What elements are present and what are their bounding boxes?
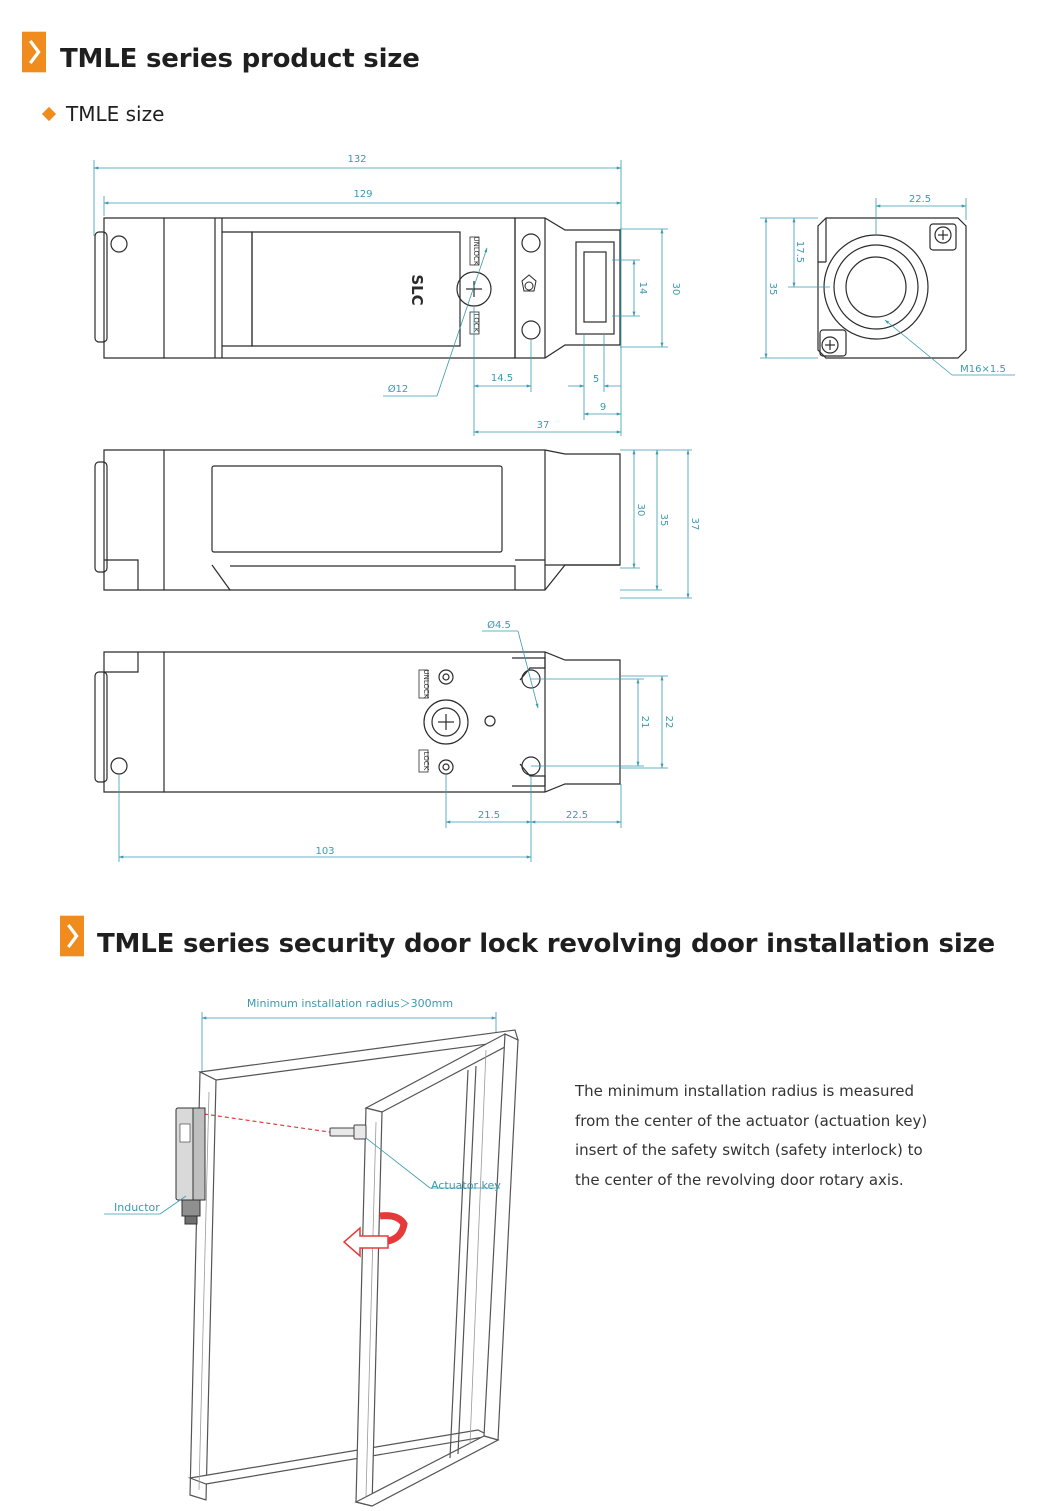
bottom-view <box>94 651 621 793</box>
installation-description: The minimum installation radius is measu… <box>575 1077 928 1195</box>
bottom-unlock-label: UNLOCK <box>422 670 430 699</box>
rotating-door <box>354 1033 520 1507</box>
safety-switch-icon <box>175 1107 206 1225</box>
side-view <box>94 449 621 591</box>
dim-end-17-5: 17.5 <box>794 241 805 263</box>
description-line: the center of the revolving door rotary … <box>575 1170 904 1189</box>
bottom-lock-label: LOCK <box>422 752 430 771</box>
description-line: from the center of the actuator (actuati… <box>575 1111 928 1130</box>
dim-bottom-21-5: 21.5 <box>478 810 500 821</box>
section1-chevron-icon <box>22 31 46 73</box>
description-line: insert of the safety switch (safety inte… <box>575 1141 923 1159</box>
dim-top-5: 5 <box>593 374 599 385</box>
section1-title: TMLE series product size <box>60 44 420 74</box>
radius-label: Minimum installation radius＞300mm <box>247 997 453 1010</box>
actuator-key-icon <box>329 1124 367 1140</box>
dim-top-14-5: 14.5 <box>491 373 513 384</box>
logo-text: SLC <box>408 274 426 305</box>
dim-bottom-hole: Ø4.5 <box>487 619 511 631</box>
top-lock-label: LOCK <box>472 314 480 333</box>
dim-top-37: 37 <box>537 420 550 431</box>
section1-subtitle: TMLE size <box>66 102 165 126</box>
inductor-label: Inductor <box>114 1201 160 1214</box>
dim-top-body: 129 <box>353 189 372 200</box>
dim-top-9: 9 <box>600 402 606 413</box>
dim-top-30: 30 <box>670 283 681 296</box>
dim-side-30: 30 <box>635 504 646 517</box>
dim-end-35: 35 <box>767 283 778 296</box>
end-view <box>817 217 967 359</box>
section2-title: TMLE series security door lock revolving… <box>97 929 995 959</box>
rotation-arrow-icon <box>341 1212 408 1258</box>
description-line: The minimum installation radius is measu… <box>575 1082 915 1100</box>
dimension-drawings: UNLOCK LOCK SLC 132 129 30 14 14.5 5 9 3… <box>93 154 1015 862</box>
dim-end-thread: M16×1.5 <box>960 364 1006 375</box>
section2-chevron-icon <box>60 915 84 957</box>
dim-top-14: 14 <box>637 282 648 295</box>
fixed-frame <box>187 1029 519 1501</box>
dim-bottom-21: 21 <box>639 716 650 729</box>
top-unlock-label: UNLOCK <box>472 237 480 266</box>
dim-top-overall: 132 <box>347 154 366 165</box>
dim-bottom-22-5: 22.5 <box>566 810 588 821</box>
actuator-key-label: Actuator key <box>431 1179 501 1192</box>
dim-top-diameter: Ø12 <box>388 383 409 395</box>
dim-side-35: 35 <box>658 514 669 527</box>
dim-end-22-5: 22.5 <box>909 194 931 205</box>
subtitle-row: TMLE size <box>41 102 165 126</box>
dim-side-37: 37 <box>689 518 700 531</box>
top-view <box>94 217 621 359</box>
dim-bottom-103: 103 <box>315 846 334 857</box>
dim-bottom-22: 22 <box>663 716 674 729</box>
radius-line <box>203 1113 337 1134</box>
